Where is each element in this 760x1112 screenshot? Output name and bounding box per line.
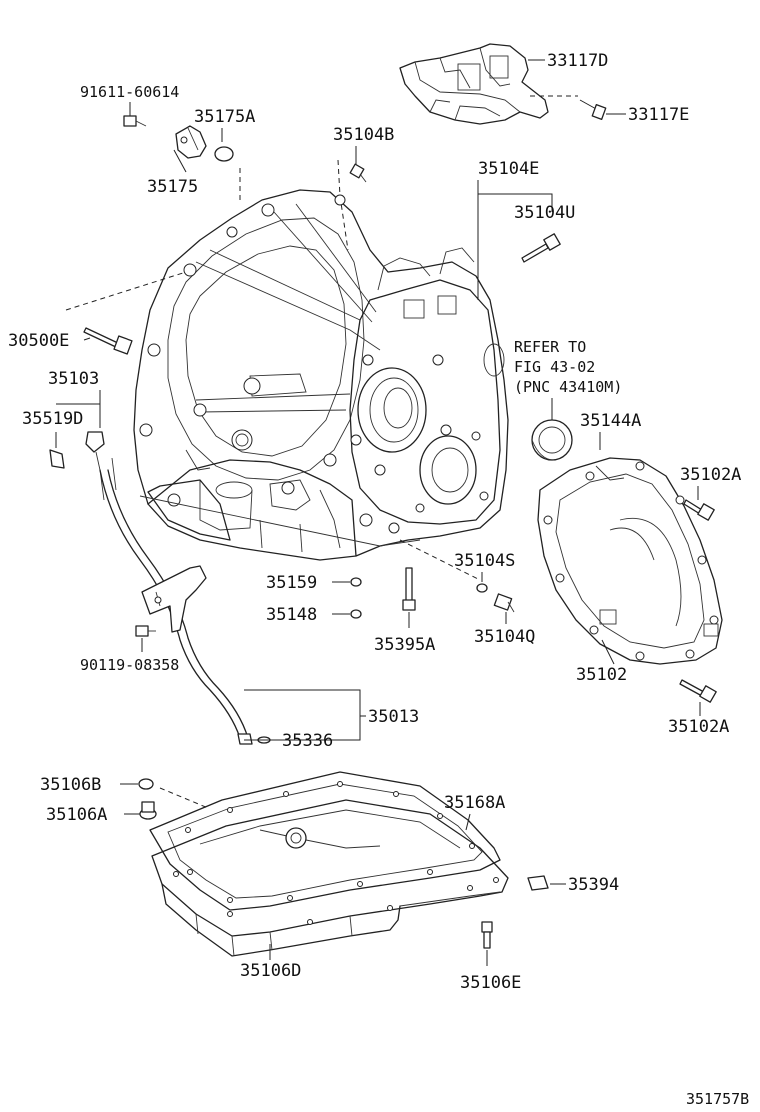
label-35168a: 35168A: [444, 793, 505, 813]
gasket-35168a: [149, 771, 501, 911]
washer-35159: [350, 577, 362, 587]
label-35336: 35336: [282, 731, 333, 751]
plug-35104b: [349, 163, 367, 183]
label-35106a: 35106A: [46, 805, 107, 825]
label-35519d: 35519D: [22, 409, 83, 429]
dipstick-35103: [85, 431, 117, 501]
reference-note-line3: (PNC 43410M): [514, 378, 622, 396]
label-35159: 35159: [266, 573, 317, 593]
label-33117e: 33117E: [628, 105, 689, 125]
label-35144a: 35144A: [580, 411, 641, 431]
clip-35394: [527, 875, 549, 891]
bracket-33117d: [399, 43, 549, 125]
label-35104q: 35104Q: [474, 627, 535, 647]
transaxle-case: [133, 189, 509, 561]
plug-35104q: [493, 593, 515, 613]
pipe-35395a: [402, 567, 416, 611]
label-35148: 35148: [266, 605, 317, 625]
reference-note-line1: REFER TO: [514, 338, 586, 356]
bolt-35102a-bottom: [679, 679, 717, 703]
plug-35106a: [139, 801, 157, 820]
o-ring-35519d: [49, 449, 65, 469]
o-ring-35175a: [214, 146, 234, 162]
label-35104e: 35104E: [478, 159, 539, 179]
dipstick-tube-35013: [99, 469, 253, 745]
label-35102a-top: 35102A: [680, 465, 741, 485]
label-35104s: 35104S: [454, 551, 515, 571]
bolt-90119-08358: [135, 625, 156, 637]
label-35394: 35394: [568, 875, 619, 895]
label-35106d: 35106D: [240, 961, 301, 981]
label-35175a: 35175A: [194, 107, 255, 127]
label-35102a-bottom: 35102A: [668, 717, 729, 737]
bolt-35102a-top: [683, 499, 715, 521]
reference-note: REFER TO FIG 43-02 (PNC 43410M): [514, 338, 622, 396]
bolt-91611-60614: [123, 115, 147, 127]
label-35102: 35102: [576, 665, 627, 685]
label-35106e: 35106E: [460, 973, 521, 993]
o-ring-35104s: [476, 583, 488, 593]
label-35013: 35013: [368, 707, 419, 727]
label-30500e: 30500E: [8, 331, 69, 351]
label-35104b: 35104B: [333, 125, 394, 145]
label-35103: 35103: [48, 369, 99, 389]
label-35175: 35175: [147, 177, 198, 197]
bolt-30500e: [83, 327, 133, 355]
label-91611-60614: 91611-60614: [80, 83, 179, 101]
reference-note-line2: FIG 43-02: [514, 358, 595, 376]
bolt-35106e: [481, 921, 493, 949]
bolt-33117e: [530, 95, 626, 120]
oil-seal-35144a: [531, 419, 573, 461]
gasket-35106b: [138, 778, 154, 790]
figure-id: 351757B: [686, 1090, 749, 1108]
label-90119-08358: 90119-08358: [80, 656, 179, 674]
label-33117d: 33117D: [547, 51, 608, 71]
side-cover-35102: [537, 457, 723, 665]
oil-pan-35106d: [151, 799, 509, 957]
sensor-35175: [175, 125, 207, 159]
label-35104u: 35104U: [514, 203, 575, 223]
label-35106b: 35106B: [40, 775, 101, 795]
o-ring-35148: [350, 609, 362, 619]
bolt-35104u: [521, 233, 561, 263]
label-35395a: 35395A: [374, 635, 435, 655]
